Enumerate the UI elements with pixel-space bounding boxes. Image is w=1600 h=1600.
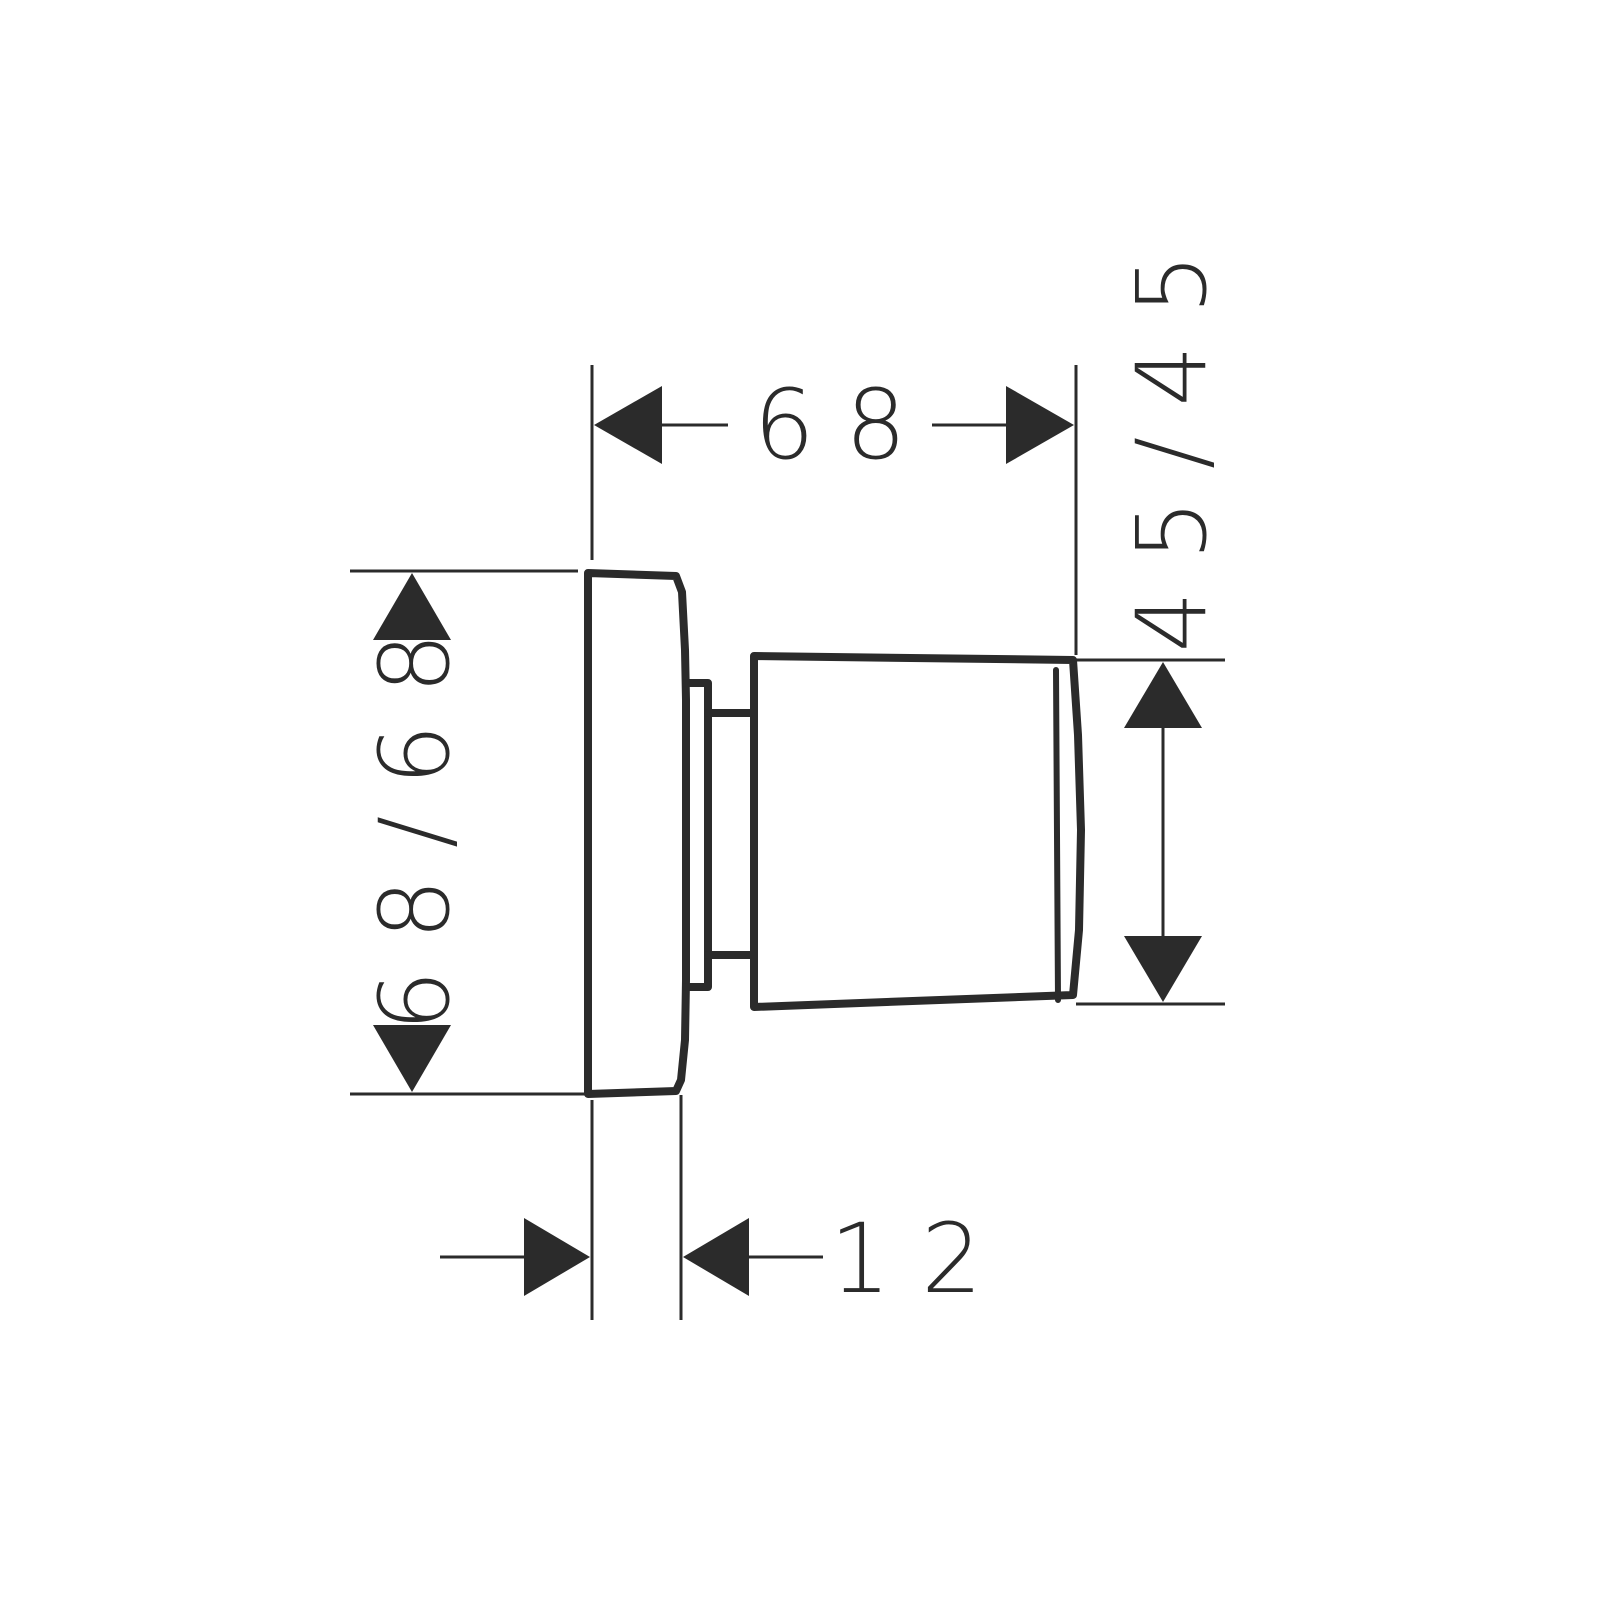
spindle-outline xyxy=(704,709,756,959)
dim-label-plate-height: 6 8 / 6 8 xyxy=(359,633,471,1032)
knob-outline xyxy=(750,652,1085,1011)
knob-bevel-line xyxy=(1053,667,1061,1003)
dim-label-depth: 6 8 xyxy=(754,369,907,481)
collar-outline xyxy=(682,679,712,991)
arrow-right-up xyxy=(1124,662,1202,728)
arrow-bottom-left xyxy=(524,1218,590,1296)
arrow-left-up xyxy=(373,573,451,640)
dim-label-plate-thickness: 1 2 xyxy=(830,1203,983,1315)
arrow-bottom-right xyxy=(683,1218,749,1296)
arrow-top-left xyxy=(594,386,662,464)
dim-label-knob-height: 4 5 / 4 5 xyxy=(1116,254,1228,653)
arrow-top-right xyxy=(1006,386,1074,464)
arrow-left-down xyxy=(373,1025,451,1092)
wall-plate-outline xyxy=(584,569,690,1098)
arrow-right-down xyxy=(1124,936,1202,1002)
